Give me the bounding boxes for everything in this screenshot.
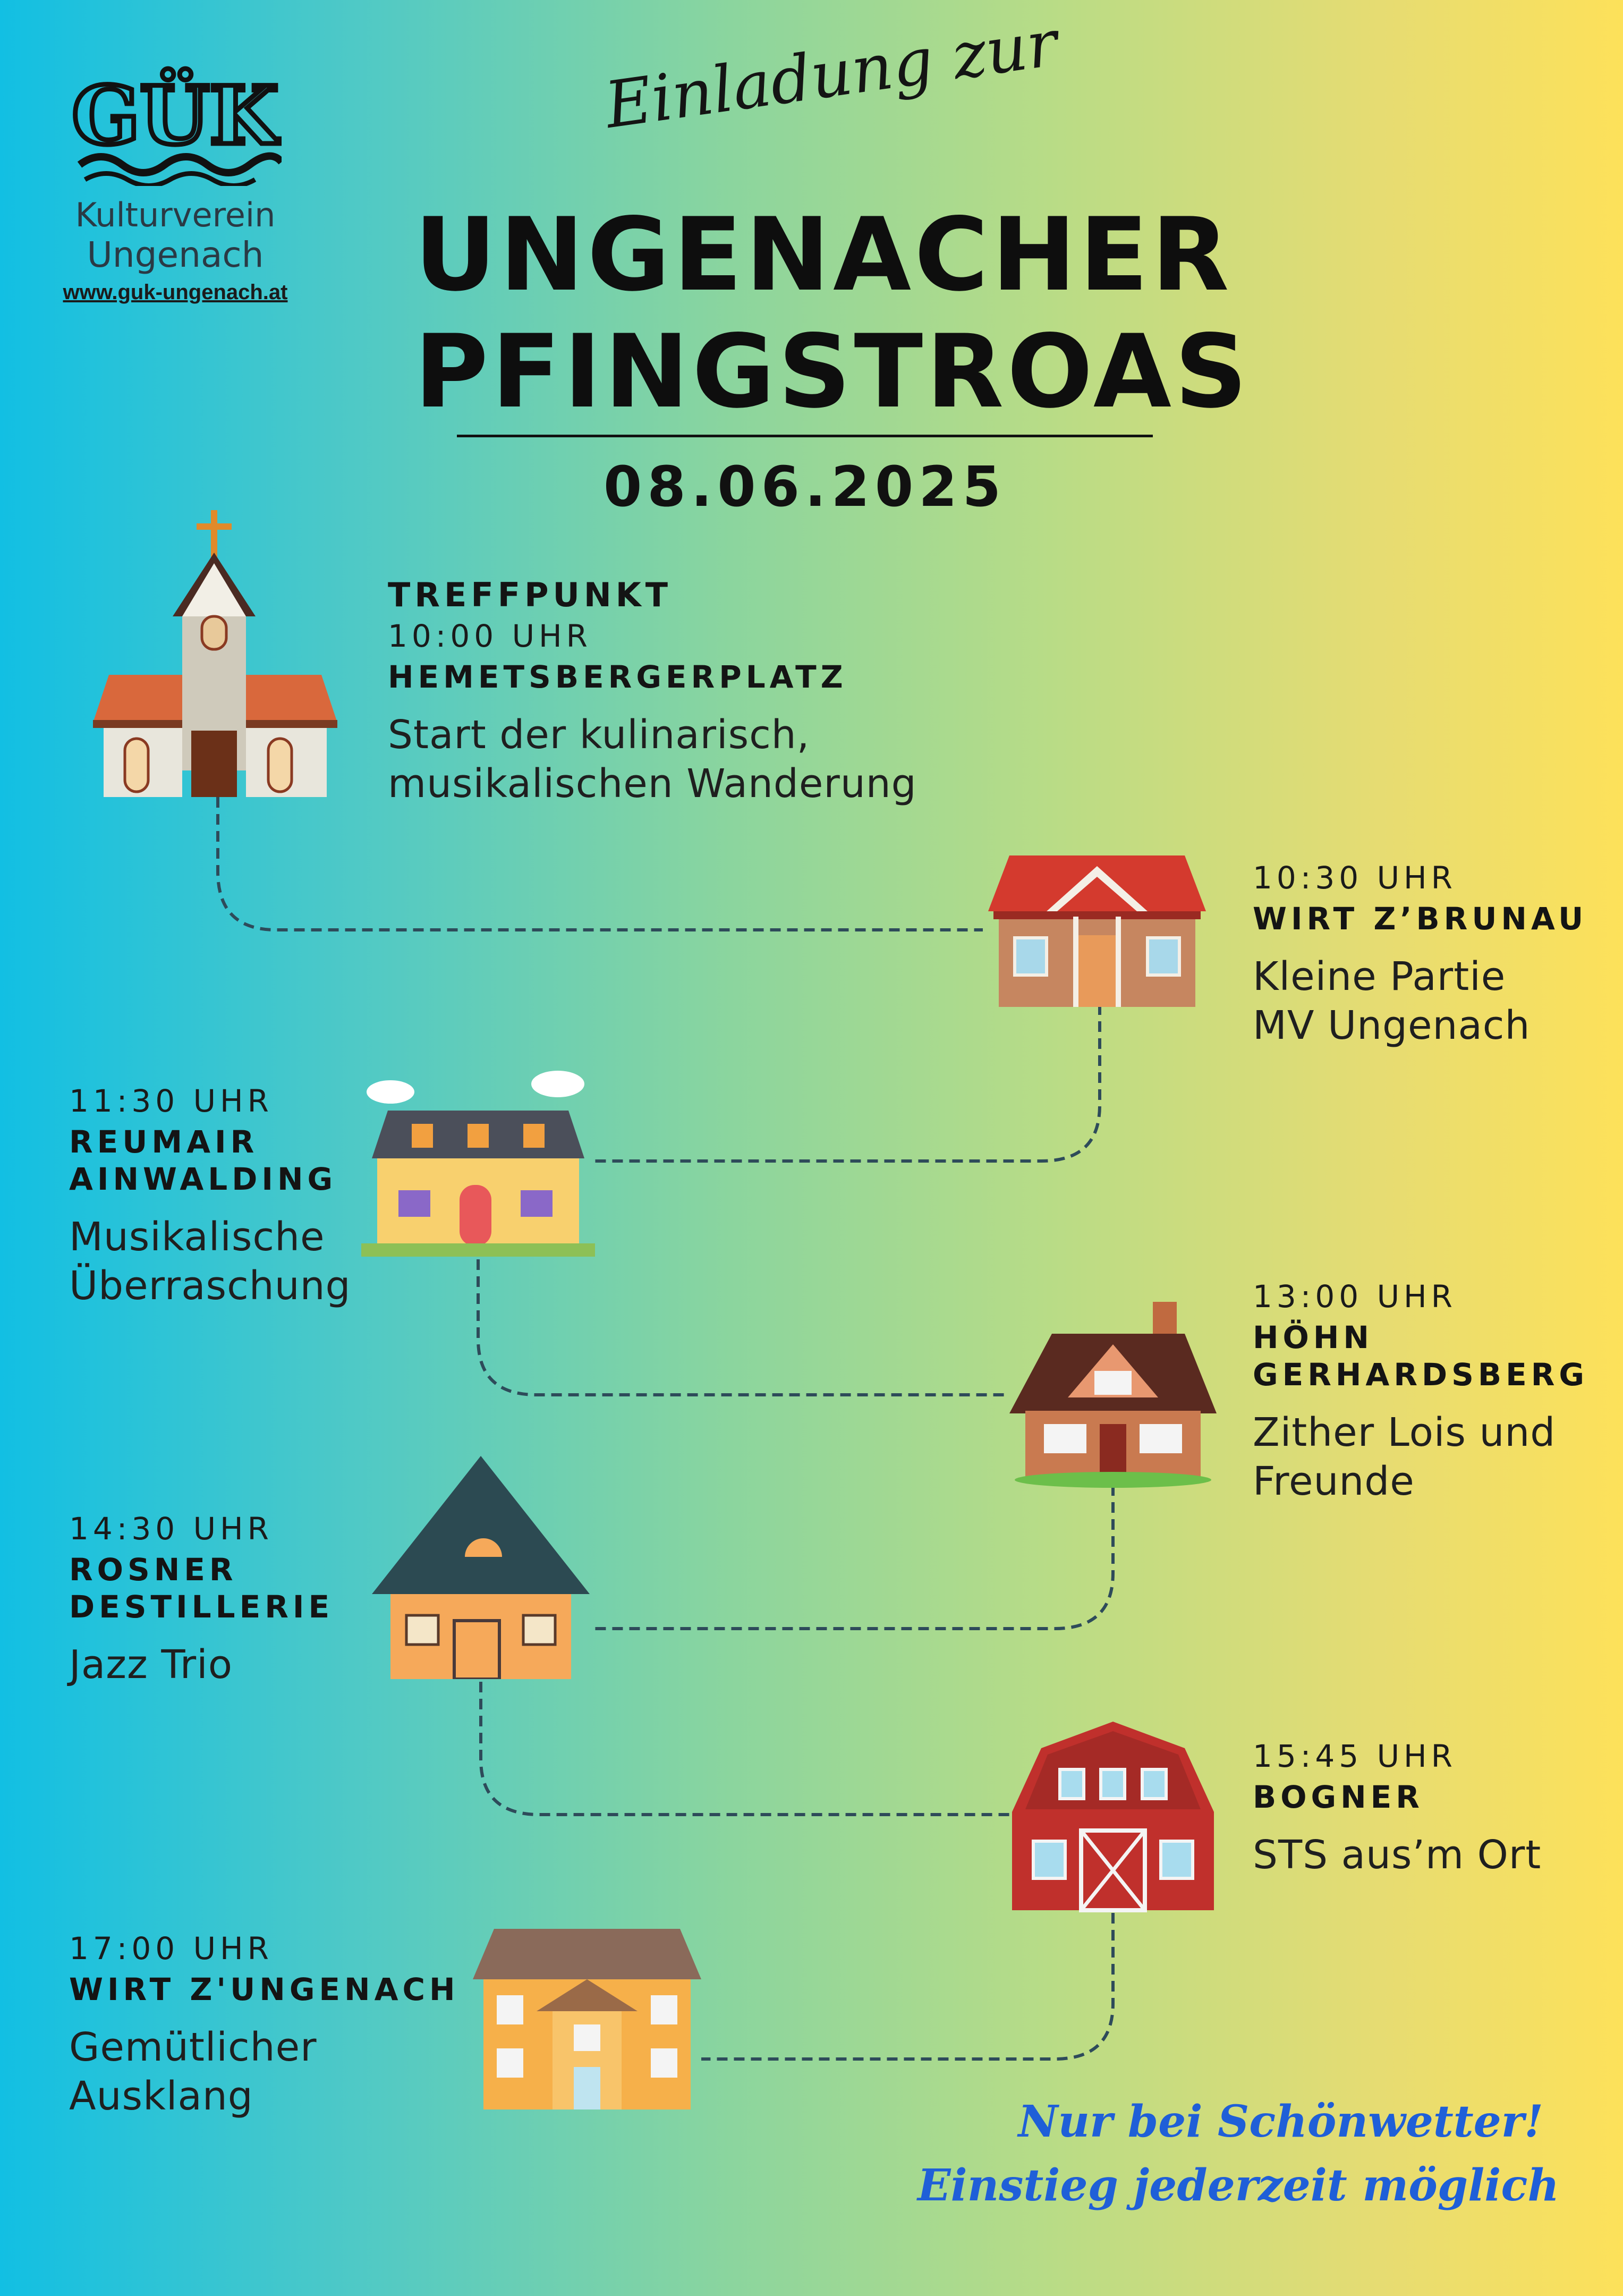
desc-line: MV Ungenach xyxy=(1253,1003,1531,1048)
desc-line: Freunde xyxy=(1253,1459,1415,1504)
cottage-icon xyxy=(1009,1302,1217,1488)
red-barn-icon xyxy=(1012,1722,1214,1912)
distillery-house-icon xyxy=(372,1456,590,1679)
stop-label: TREFFPUNKT xyxy=(388,575,673,614)
place-line: ROSNER xyxy=(69,1552,237,1588)
stop-description: Zither Lois und Freunde xyxy=(1253,1408,1588,1506)
page-title: UNGENACHER PFINGSTROAS xyxy=(414,196,1251,430)
stop-place: ROSNER DESTILLERIE xyxy=(69,1551,334,1625)
svg-text:GÜK: GÜK xyxy=(72,69,281,163)
website-link[interactable]: www.guk-ungenach.at xyxy=(63,281,288,304)
stop-description: Musikalische Überraschung xyxy=(69,1213,351,1310)
stop-time: 14:30 UHR xyxy=(69,1511,273,1547)
club-logo: GÜK Kulturverein Ungenach www.guk-ungena… xyxy=(58,64,292,304)
stop-place: WIRT Z'UNGENACH xyxy=(69,1971,460,2007)
place-line: AINWALDING xyxy=(69,1161,337,1197)
inn-house-icon xyxy=(988,855,1206,1007)
stop-place: HEMETSBERGERPLATZ xyxy=(388,659,847,695)
desc-line: Zither Lois und xyxy=(1253,1410,1556,1455)
title-line2: PFINGSTROAS xyxy=(414,313,1251,430)
place-line: REUMAIR xyxy=(69,1124,259,1160)
club-name-line2: Ungenach xyxy=(87,234,264,275)
stop-description: Start der kulinarisch, musikalischen Wan… xyxy=(388,710,917,808)
guk-logo-icon: GÜK xyxy=(70,66,282,186)
stop-reumair: 11:30 UHR REUMAIR AINWALDING Musikalisch… xyxy=(69,1079,351,1310)
desc-line: Ausklang xyxy=(69,2073,253,2119)
stop-time: 10:00 UHR xyxy=(388,618,592,654)
stop-description: STS aus’m Ort xyxy=(1253,1831,1541,1879)
stop-place: REUMAIR AINWALDING xyxy=(69,1123,351,1198)
stop-time: 11:30 UHR xyxy=(69,1083,273,1119)
yellow-villa-icon xyxy=(361,1071,595,1257)
stop-description: Gemütlicher Ausklang xyxy=(69,2023,460,2121)
stop-description: Kleine Partie MV Ungenach xyxy=(1253,952,1587,1050)
desc-line: Kleine Partie xyxy=(1253,954,1506,999)
place-line: GERHARDSBERG xyxy=(1253,1357,1588,1393)
church-icon xyxy=(93,510,337,797)
stop-treffpunkt: TREFFPUNKT 10:00 UHR HEMETSBERGERPLATZ S… xyxy=(388,577,917,808)
desc-line: STS aus’m Ort xyxy=(1253,1832,1542,1878)
stop-bogner: 15:45 UHR BOGNER STS aus’m Ort xyxy=(1253,1734,1541,1879)
desc-line: musikalischen Wanderung xyxy=(388,761,917,807)
orange-inn-icon xyxy=(473,1929,701,2109)
stop-place: WIRT Z’BRUNAU xyxy=(1253,901,1588,937)
stop-time: 13:00 UHR xyxy=(1253,1278,1457,1315)
stop-place: HÖHN GERHARDSBERG xyxy=(1253,1319,1588,1393)
desc-line: Jazz Trio xyxy=(69,1642,233,1688)
club-name-line1: Kulturverein xyxy=(75,196,276,234)
desc-line: Gemütlicher xyxy=(69,2024,317,2070)
stop-wirt-brunau: 10:30 UHR WIRT Z’BRUNAU Kleine Partie MV… xyxy=(1253,855,1587,1050)
weather-note: Nur bei Schönwetter! xyxy=(1018,2096,1543,2147)
stop-time: 17:00 UHR xyxy=(69,1930,273,1967)
stop-wirt-ungenach: 17:00 UHR WIRT Z'UNGENACH Gemütlicher Au… xyxy=(69,1926,460,2121)
entry-note: Einstieg jederzeit möglich xyxy=(917,2160,1559,2211)
desc-line: Musikalische xyxy=(69,1214,325,1260)
event-date: 08.06.2025 xyxy=(604,454,1006,519)
stop-description: Jazz Trio xyxy=(69,1640,334,1689)
place-line: HÖHN xyxy=(1253,1319,1373,1355)
stop-hoehn: 13:00 UHR HÖHN GERHARDSBERG Zither Lois … xyxy=(1253,1274,1588,1506)
desc-line: Start der kulinarisch, xyxy=(388,712,810,758)
title-line1: UNGENACHER xyxy=(414,196,1233,314)
title-divider xyxy=(457,435,1153,437)
desc-line: Überraschung xyxy=(69,1263,351,1309)
place-line: DESTILLERIE xyxy=(69,1589,334,1625)
stop-place: BOGNER xyxy=(1253,1779,1424,1815)
stop-rosner: 14:30 UHR ROSNER DESTILLERIE Jazz Trio xyxy=(69,1506,334,1689)
stop-time: 10:30 UHR xyxy=(1253,860,1457,896)
stop-time: 15:45 UHR xyxy=(1253,1738,1457,1774)
